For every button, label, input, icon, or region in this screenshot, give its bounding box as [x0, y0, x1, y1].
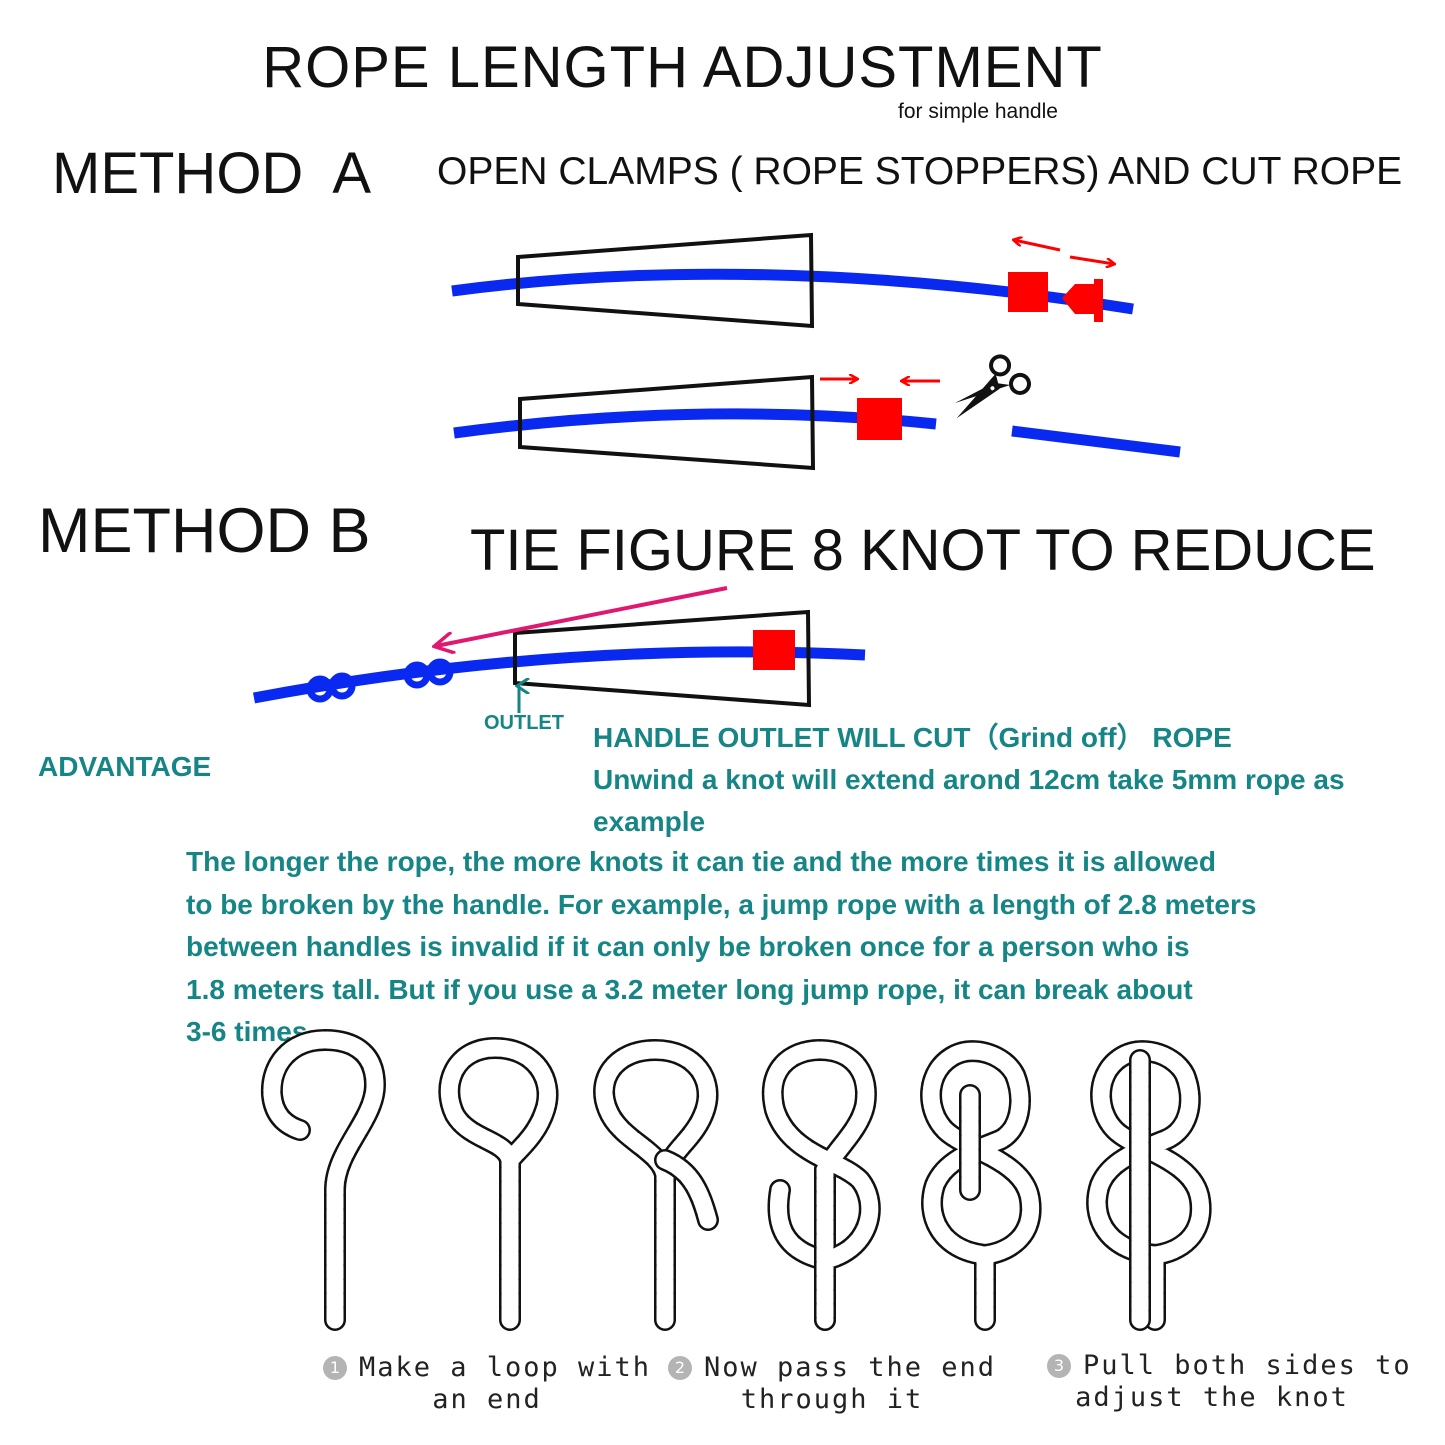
- page-subtitle: for simple handle: [898, 100, 1058, 123]
- knot-step-illustrations: [260, 1028, 1212, 1331]
- knot-step-3-icon: [593, 1038, 719, 1331]
- paragraph-line: The longer the rope, the more knots it c…: [186, 846, 1216, 877]
- method-b-diagram: [252, 586, 866, 713]
- step-caption-1: 1 Make a loop with an end: [322, 1352, 652, 1416]
- method-a-instruction: OPEN CLAMPS ( ROPE STOPPERS) AND CUT ROP…: [437, 150, 1403, 193]
- knot-step-2-icon: [438, 1036, 559, 1331]
- step-number-badge: 1: [322, 1356, 347, 1380]
- step-caption-3: 3 Pull both sides to adjust the knot: [1047, 1350, 1410, 1414]
- paragraph-line: to be broken by the handle. For example,…: [186, 888, 1257, 920]
- knot-step-4-icon: [761, 1038, 881, 1331]
- rope-stopper: [1008, 272, 1048, 312]
- outlet-warning: HANDLE OUTLET WILL CUT（Grind off） ROPE: [593, 722, 1232, 753]
- step-text: through it: [740, 1384, 924, 1415]
- rope-cut-piece: [1011, 425, 1181, 458]
- method-b-instruction: TIE FIGURE 8 KNOT TO REDUCE: [470, 518, 1376, 583]
- direction-arrow-icon: [1069, 255, 1114, 264]
- method-a-step2-diagram: [453, 354, 1181, 471]
- step-text: Now pass the end: [703, 1352, 997, 1383]
- knot-step-5-icon: [920, 1040, 1042, 1331]
- step-number-badge: 3: [1047, 1354, 1071, 1378]
- handle-outline: [513, 609, 812, 708]
- scissors-icon: [954, 354, 1031, 419]
- rope-stopper-part: [1062, 279, 1103, 322]
- rope-stopper: [857, 398, 902, 440]
- pull-direction-arrow-icon: [436, 586, 728, 646]
- method-b-label: METHOD B: [38, 496, 371, 566]
- figure-8-knot-icon: [306, 672, 356, 703]
- step-number-badge: 2: [667, 1356, 692, 1380]
- handle-outline: [518, 374, 816, 471]
- paragraph-line: between handles is invalid if it can onl…: [186, 931, 1190, 962]
- step-text: Pull both sides to: [1083, 1350, 1412, 1381]
- knot-step-1-icon: [260, 1028, 387, 1331]
- advantage-paragraph: The longer the rope, the more knots it c…: [186, 841, 1386, 1054]
- handle-outline: [516, 232, 815, 329]
- paragraph-line: 1.8 meters tall. But if you use a 3.2 me…: [186, 973, 1193, 1005]
- step-text: Make a loop with: [358, 1352, 652, 1383]
- step-caption-2: 2 Now pass the end through it: [667, 1352, 997, 1416]
- step-text: adjust the knot: [1075, 1382, 1349, 1413]
- rope-stopper: [753, 630, 795, 670]
- knot-extension-note: Unwind a knot will extend arond 12cm tak…: [593, 764, 1345, 837]
- step-text: an end: [432, 1384, 542, 1415]
- direction-arrow-icon: [1014, 240, 1061, 252]
- method-a-step1-diagram: [451, 232, 1134, 329]
- knot-step-6-icon: [1086, 1040, 1212, 1331]
- figure-8-knot-icon: [403, 658, 454, 689]
- page-title: ROPE LENGTH ADJUSTMENT: [262, 35, 1103, 100]
- method-a-label: METHOD A: [52, 141, 372, 206]
- advantage-label: ADVANTAGE: [38, 751, 212, 782]
- outlet-label: OUTLET: [484, 712, 564, 734]
